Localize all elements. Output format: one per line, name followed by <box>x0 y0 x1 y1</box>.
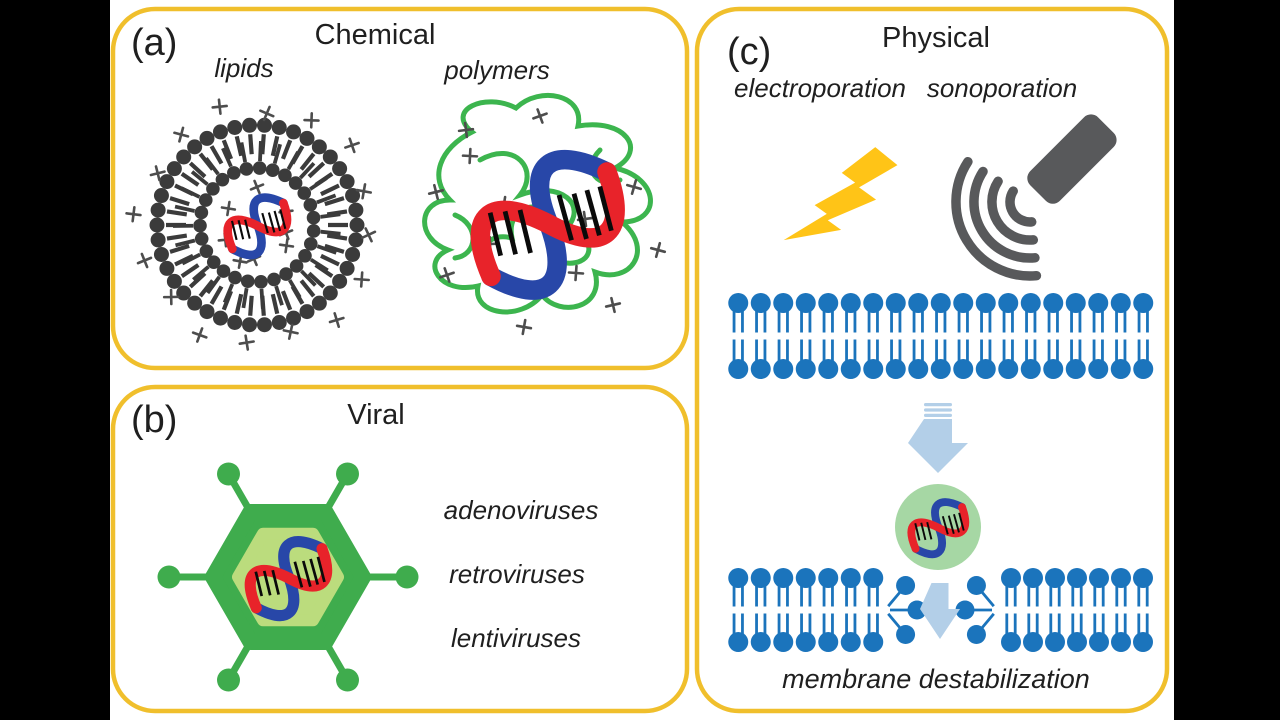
pore-arrow-icon <box>920 583 960 639</box>
lipid-bilayer-icon <box>728 293 1154 379</box>
panel-viral-title: Viral <box>347 399 405 431</box>
down-arrow-icon <box>908 403 968 473</box>
lightning-icon <box>783 147 898 241</box>
panel-physical-title: Physical <box>882 22 990 54</box>
sonoporation-label: sonoporation <box>927 73 1077 103</box>
panel-chemical-letter: (a) <box>131 22 177 64</box>
destabilized-membrane-icon <box>728 568 1153 652</box>
retroviruses-label: retroviruses <box>449 559 585 589</box>
adenoviruses-label: adenoviruses <box>444 495 599 525</box>
sound-waves-icon <box>951 156 1042 281</box>
lentiviruses-label: lentiviruses <box>451 623 581 653</box>
lipids-label: lipids <box>214 53 273 83</box>
liposome-icon <box>125 98 377 351</box>
panel-chemical-frame <box>110 6 690 371</box>
panel-viral-letter: (b) <box>131 399 177 441</box>
panel-physical-frame <box>694 6 1170 714</box>
panel-physical-letter: (c) <box>727 31 771 73</box>
panel-chemical-title: Chemical <box>315 19 436 51</box>
electroporation-label: electroporation <box>734 73 906 103</box>
membrane-destabilization-caption: membrane destabilization <box>782 664 1090 694</box>
ultrasound-probe-icon <box>951 114 1117 281</box>
polymers-label: polymers <box>443 55 549 85</box>
panel-viral-frame <box>110 384 690 714</box>
